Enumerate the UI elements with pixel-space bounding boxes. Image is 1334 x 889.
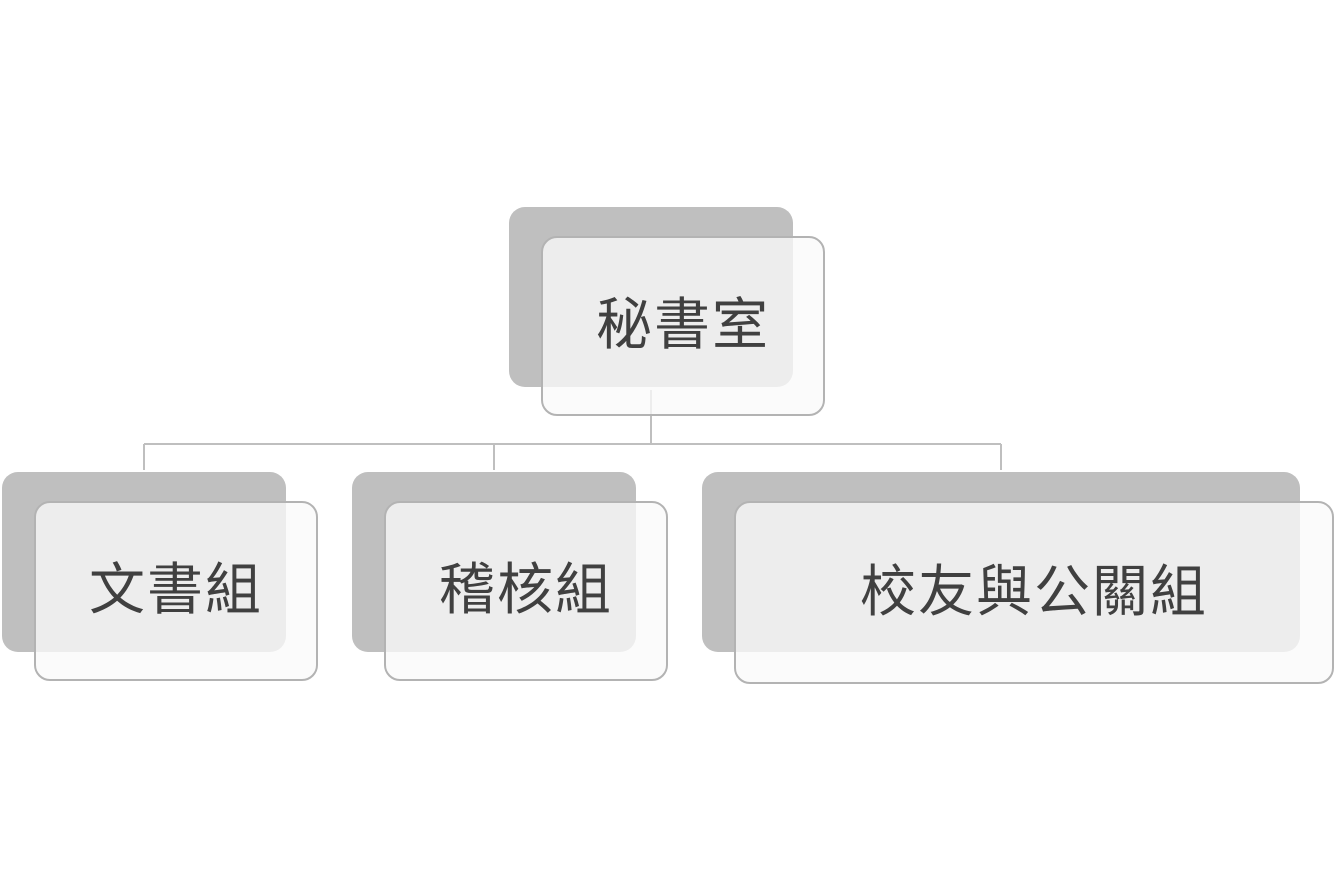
node-label: 秘書室 — [596, 293, 770, 358]
node-label: 稽核組 — [439, 558, 613, 623]
node-label: 校友與公關組 — [860, 559, 1208, 625]
node-card: 文書組 — [34, 501, 318, 681]
node-card: 校友與公關組 — [734, 501, 1334, 684]
node-card: 秘書室 — [541, 236, 825, 416]
node-label: 文書組 — [89, 558, 263, 623]
node-card: 稽核組 — [384, 501, 668, 681]
